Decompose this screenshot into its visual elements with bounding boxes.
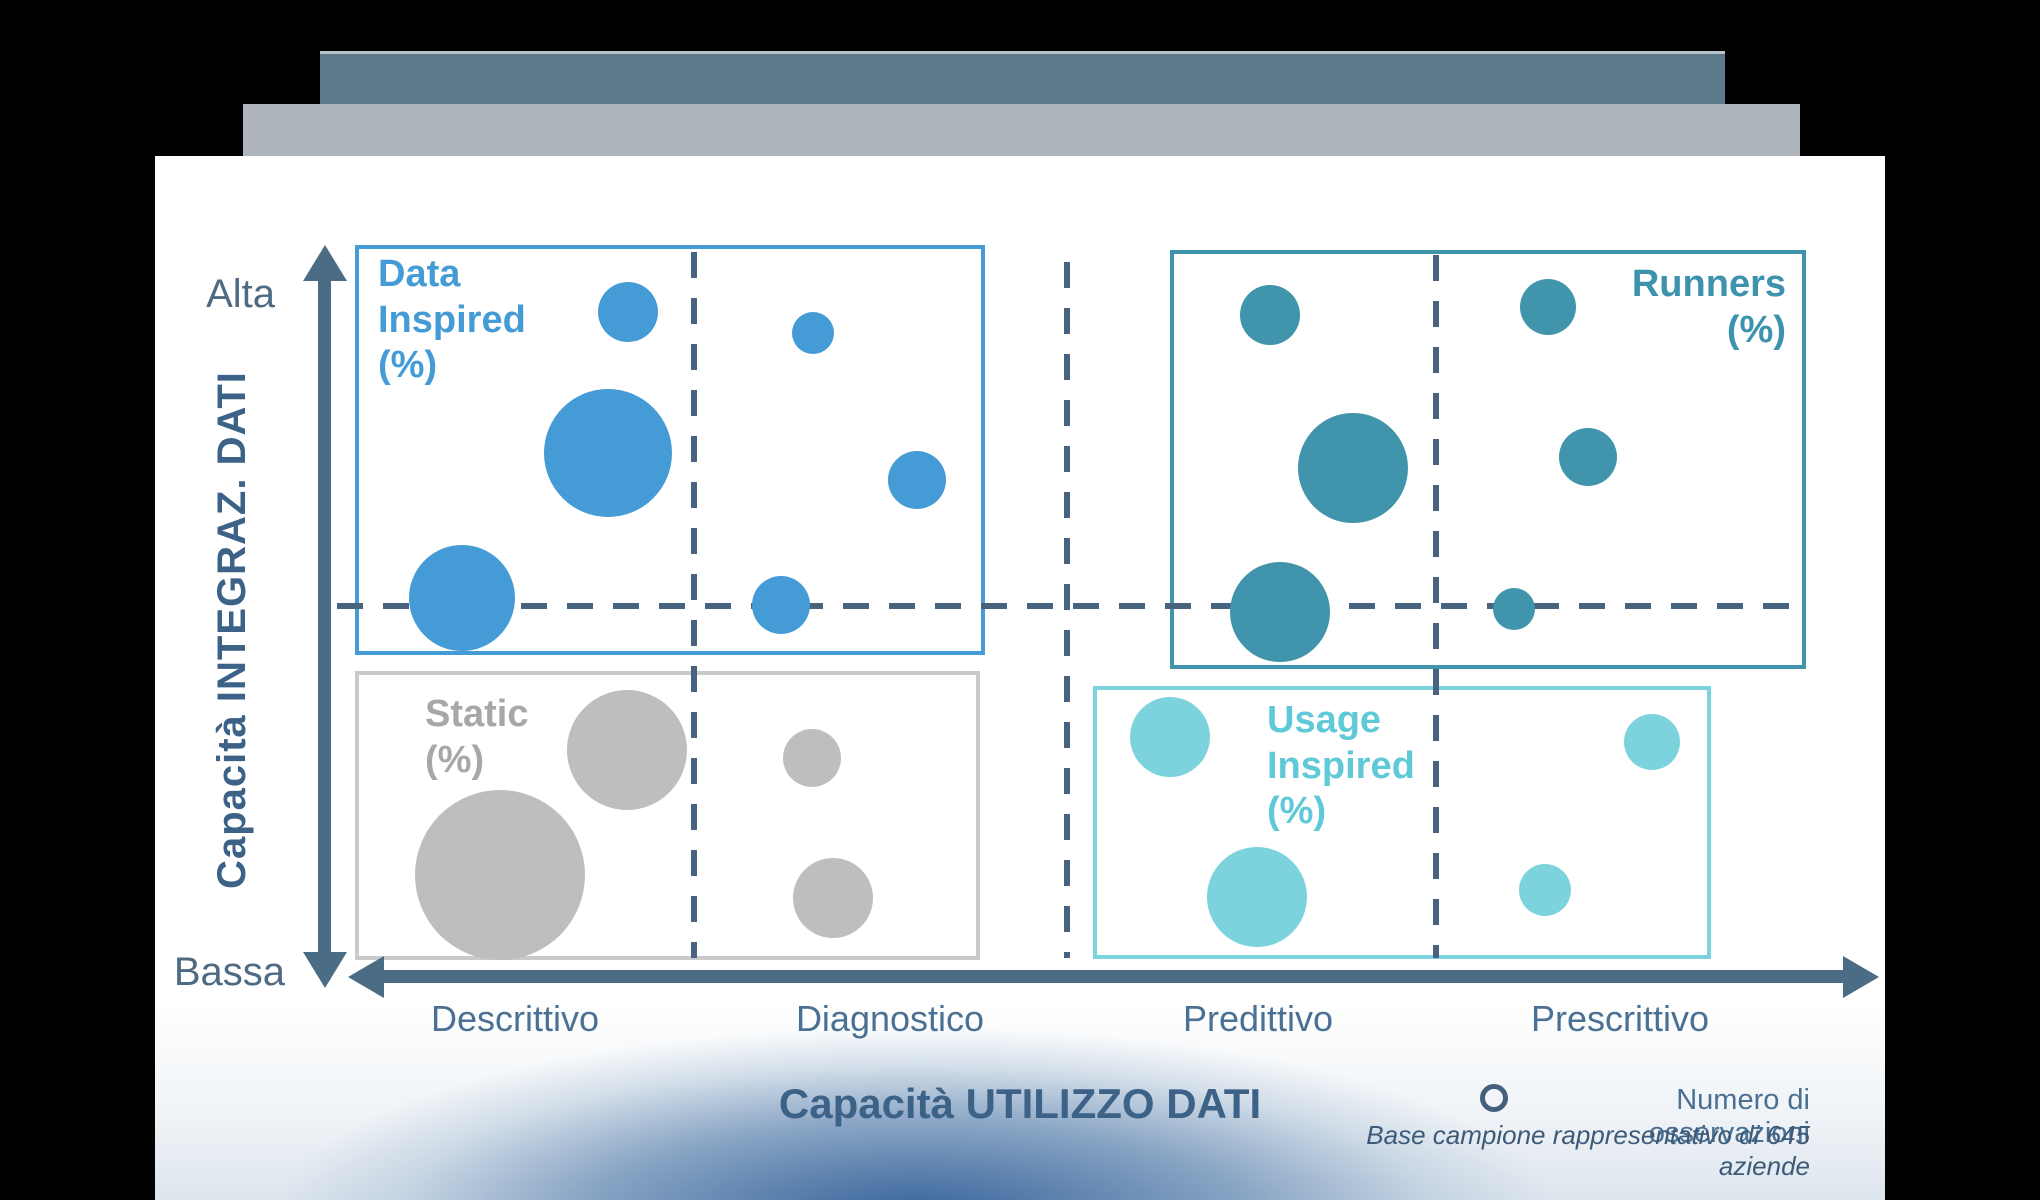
bubble-runners (1493, 588, 1535, 630)
y-axis-arrowhead-up-icon (303, 245, 347, 281)
x-category-descrittivo: Descrittivo (430, 998, 600, 1039)
bubble-usage-inspired (1130, 697, 1210, 777)
legend-circle-icon (1480, 1084, 1508, 1112)
quadrant-box-usage-inspired (1093, 686, 1711, 959)
quadrant-box-data-inspired (355, 245, 985, 655)
quadrant-label-static: Static (%) (425, 693, 529, 781)
quadrant-label-usage-inspired: Usage Inspired (%) (1267, 699, 1415, 833)
bubble-data-inspired (544, 389, 672, 517)
quadrant-label-runners: Runners (%) (1631, 263, 1786, 351)
y-tick-alta: Alta (206, 272, 275, 316)
bubble-usage-inspired (1624, 714, 1680, 770)
bubble-static (567, 690, 687, 810)
bottom-glow-decoration (155, 1000, 1885, 1200)
bubble-data-inspired (598, 282, 658, 342)
y-tick-bassa: Bassa (173, 950, 285, 994)
bubble-runners (1240, 285, 1300, 345)
bubble-data-inspired (409, 545, 515, 651)
x-category-prescrittivo: Prescrittivo (1530, 998, 1710, 1039)
bubble-runners (1230, 562, 1330, 662)
deck-top-bar-dark (320, 51, 1725, 104)
legend-sample-note: Base campione rappresentativo di 645 azi… (1366, 1120, 1810, 1181)
bubble-static (783, 729, 841, 787)
dashed-divider-vertical-1 (691, 252, 697, 958)
bubble-static (793, 858, 873, 938)
quadrant-label-data-inspired: Data Inspired (%) (378, 253, 526, 387)
bubble-usage-inspired (1207, 847, 1307, 947)
quadrant-box-runners (1170, 250, 1806, 669)
legend-label: Numero di osservazioni (1648, 1084, 1810, 1149)
bubble-runners (1298, 413, 1408, 523)
bubble-data-inspired (792, 312, 834, 354)
bubble-data-inspired (888, 451, 946, 509)
y-axis-line (318, 276, 331, 958)
y-axis-arrowhead-down-icon (303, 952, 347, 988)
x-axis-line (382, 970, 1844, 983)
quadrant-box-static (355, 671, 980, 960)
bubble-data-inspired (752, 576, 810, 634)
y-axis-title: Capacità INTEGRAZ. DATI (210, 371, 254, 889)
bubble-runners (1559, 428, 1617, 486)
x-axis-arrowhead-left-icon (348, 956, 384, 998)
bubble-usage-inspired (1519, 864, 1571, 916)
bubble-static (415, 790, 585, 960)
dashed-divider-vertical-2 (1064, 262, 1070, 958)
x-axis-arrowhead-right-icon (1843, 956, 1879, 998)
x-category-predittivo: Predittivo (1182, 998, 1334, 1039)
x-axis-title: Capacità UTILIZZO DATI (778, 1080, 1262, 1127)
x-category-diagnostico: Diagnostico (795, 998, 985, 1039)
deck-top-bar-light (243, 104, 1800, 156)
bubble-runners (1520, 279, 1576, 335)
dashed-divider-vertical-3 (1433, 255, 1439, 958)
